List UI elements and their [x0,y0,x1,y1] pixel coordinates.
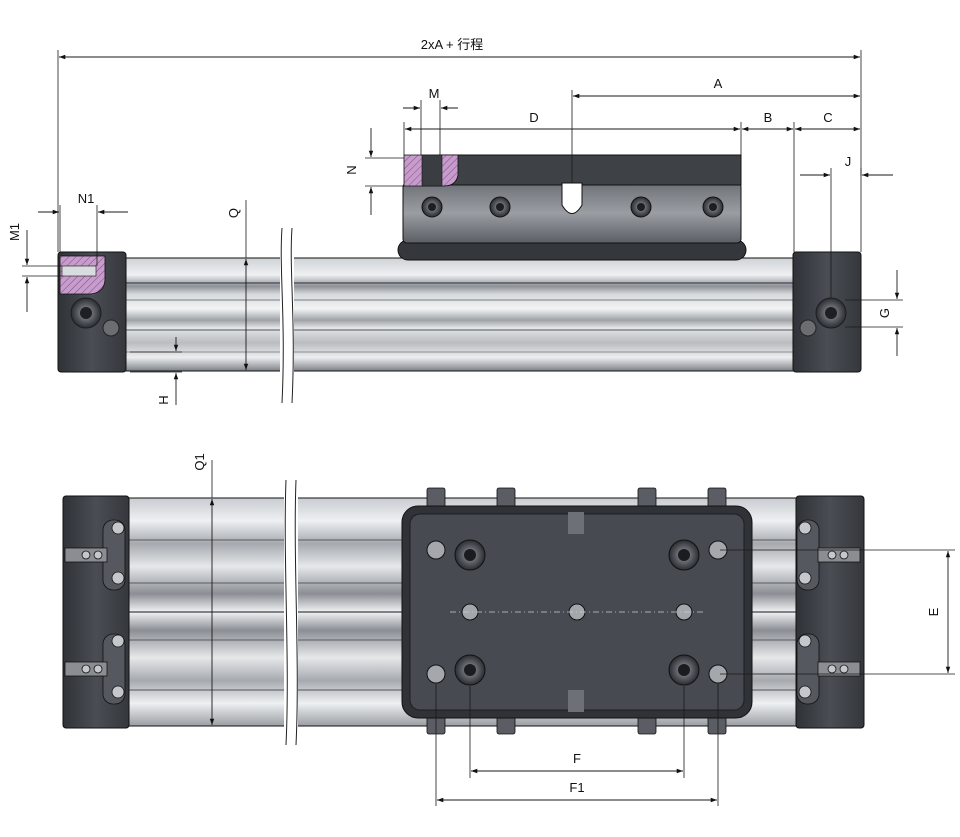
screw-left [102,319,120,337]
dim-J-label: J [845,154,852,169]
dim-B-label: B [764,110,773,125]
side-dimensions: 2xA + 行程 A M D B C N J [7,37,903,405]
dim-N1-label: N1 [78,191,95,206]
side-view [57,154,862,404]
carriage-edge-nuts [426,487,727,735]
dim-F1-label: F1 [569,780,584,795]
dim-Q-label: Q [226,208,241,218]
dim-M-label: M [429,86,440,101]
dim-H-label: H [156,395,171,404]
dim-F-label: F [573,751,581,766]
profile-body [122,257,796,372]
top-view [62,479,865,746]
carriage-top [437,154,742,186]
dim-overall-label: 2xA + 行程 [421,37,484,52]
top-dimensions: Q1 E F F1 [192,453,955,806]
dim-C-label: C [823,110,832,125]
dim-Q1-label: Q1 [192,453,207,470]
dim-N-label: N [344,165,359,174]
dim-E-label: E [926,607,941,616]
dim-M1-label: M1 [7,223,22,241]
left-cap-fasteners [64,519,126,705]
dim-D-label: D [529,110,538,125]
dim-G-label: G [877,308,892,318]
dim-A-label: A [714,76,723,91]
screw-right [799,319,817,337]
right-cap-fasteners [796,519,861,705]
carriage-bolts-side [421,196,724,218]
